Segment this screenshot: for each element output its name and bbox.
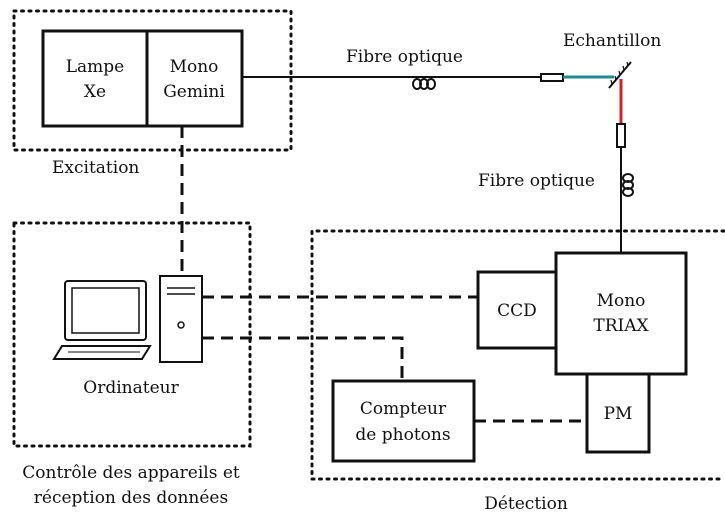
mono-gemini-label-line1: Mono — [170, 57, 219, 77]
excitation-group-frame — [12, 9, 293, 152]
lamp-label-line1: Lampe — [66, 57, 125, 77]
fibre-coil-icon-vertical — [622, 173, 634, 197]
fibre-top-label: Fibre optique — [346, 47, 463, 67]
computer-counter-cable — [202, 336, 404, 381]
mono-triax-label-line1: Mono — [597, 291, 646, 311]
excitation-label: Excitation — [52, 158, 139, 178]
photon-counter-label-line2: de photons — [355, 425, 450, 445]
data-cables — [180, 126, 587, 423]
mono-triax-box — [554, 251, 688, 376]
mirror-hatching — [610, 61, 629, 85]
ccd-label: CCD — [497, 301, 537, 321]
sample-label: Echantillon — [563, 31, 661, 51]
mono-gemini-box — [145, 29, 244, 128]
ccd-box — [476, 270, 558, 350]
mono-triax-label-line2: TRIAX — [593, 316, 649, 336]
control-label-line2: réception des données — [34, 488, 228, 508]
fibre-connector-left — [540, 73, 564, 82]
computer-monitor-icon — [52, 280, 152, 360]
control-group-frame — [12, 221, 252, 448]
fibre-coil-icon — [412, 78, 436, 90]
photon-counter-label-line1: Compteur — [360, 399, 447, 419]
pm-label: PM — [604, 404, 633, 424]
detection-label: Détection — [484, 494, 568, 514]
mono-gemini-label-line2: Gemini — [163, 82, 225, 102]
fibre-connector-right — [616, 123, 626, 148]
pm-box — [585, 372, 651, 454]
computer-label: Ordinateur — [83, 378, 179, 398]
control-label-line1: Contrôle des appareils et — [22, 463, 240, 483]
lamp-box — [41, 29, 149, 128]
detection-group-frame — [310, 229, 725, 481]
fibre-right-label: Fibre optique — [478, 171, 595, 191]
photon-counter-box — [331, 379, 476, 463]
lamp-label-line2: Xe — [84, 82, 106, 102]
tower-unit-icon — [159, 275, 203, 363]
